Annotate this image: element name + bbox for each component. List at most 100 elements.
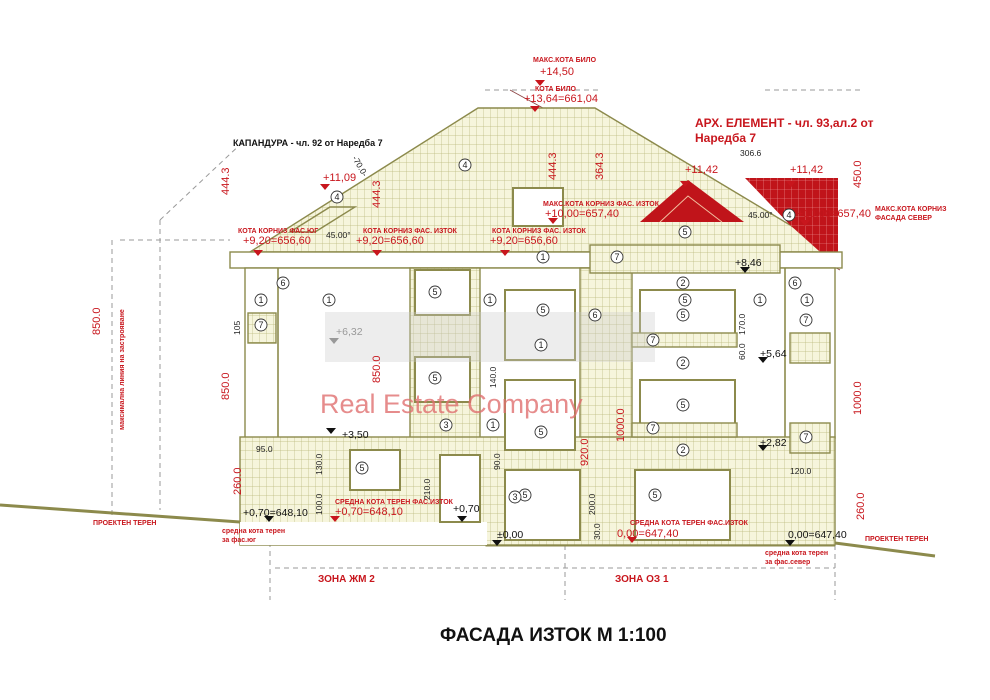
material-tag: 6 [588, 308, 602, 322]
label: 5 [680, 310, 685, 320]
label: 6 [592, 310, 597, 320]
material-tag: 4 [782, 208, 796, 222]
terrain-north-note: средна кота терен [765, 550, 828, 557]
dimension-label: 130.0 [314, 453, 324, 475]
cornice-east-label: КОТА КОРНИЗ ФАС. ИЗТОК [492, 228, 587, 235]
label: 5 [359, 463, 364, 473]
dormer-top-level: +11,09 [323, 172, 356, 184]
label: 5 [652, 490, 657, 500]
annotations: МАКС.КОТА БИЛО +14,50 КОТА БИЛО +13,64=6… [93, 57, 947, 585]
material-tag: 1 [322, 293, 336, 307]
material-tag: 2 [676, 276, 690, 290]
terrain-east-label: СРЕДНА КОТА ТЕРЕН ФАС.ИЗТОК [335, 499, 454, 506]
label: 4 [786, 210, 791, 220]
label: 1 [490, 420, 495, 430]
watermark: Real Estate Company [320, 312, 655, 419]
material-tag: 5 [534, 425, 548, 439]
level-label: +8,46 [735, 257, 762, 269]
label: 5 [538, 427, 543, 437]
red-roof-element [640, 178, 838, 268]
cornice-east-value: +9,20=656,60 [356, 235, 424, 247]
dimension-label: 920.0 [579, 438, 591, 466]
label: 1 [326, 295, 331, 305]
label: 7 [650, 335, 655, 345]
dimension-label: 90.0 [492, 453, 502, 470]
dimension-label: 260.0 [232, 467, 244, 495]
terrain-south-note-2: за фас.юг [222, 537, 256, 544]
label: 1 [487, 295, 492, 305]
label: 2 [680, 278, 685, 288]
cornice-south-value: +9,20=656,60 [243, 235, 311, 247]
label: 5 [682, 227, 687, 237]
cornice-south-label: КОТА КОРНИЗ ФАС.ЮГ [238, 228, 318, 235]
design-terrain-label: ПРОЕКТЕН ТЕРЕН [93, 520, 156, 527]
terrain-south-note: средна кота терен [222, 528, 285, 535]
cornice-east-value: +9,20=656,60 [490, 235, 558, 247]
watermark-text: Real Estate Company [320, 389, 583, 419]
max-cornice-east-label: МАКС.КОТА КОРНИЗ ФАС. ИЗТОК [543, 201, 660, 208]
material-tag: 5 [648, 488, 662, 502]
label: 5 [540, 305, 545, 315]
terrain-east-label: СРЕДНА КОТА ТЕРЕН ФАС.ИЗТОК [630, 520, 749, 527]
level-label: +6,32 [336, 326, 363, 338]
levels: +6,32 +3,50 +8,46 +5,64 +2,82 +0,70=648,… [243, 257, 847, 541]
material-tag: 1 [753, 293, 767, 307]
dimension-label: 850.0 [371, 355, 383, 383]
label: 6 [280, 278, 285, 288]
max-ridge-value: +14,50 [540, 66, 574, 78]
label: 7 [258, 320, 263, 330]
cornice-east-label: КОТА КОРНИЗ ФАС. ИЗТОК [363, 228, 458, 235]
gable-top-level: +11,42 [685, 164, 718, 176]
label: 1 [258, 295, 263, 305]
material-tag: 3 [439, 418, 453, 432]
dimension-label: 100.0 [314, 493, 324, 515]
material-tag: 3 [508, 490, 522, 504]
dimension-label: 170.0 [737, 313, 747, 335]
label: 2 [680, 358, 685, 368]
dimension-label: 444.3 [220, 167, 232, 195]
dimension-label: 200.0 [587, 493, 597, 515]
dimension-label: 444.3 [547, 152, 559, 180]
material-tag: 5 [355, 461, 369, 475]
dimension-label: 45.00° [326, 230, 351, 240]
dimensions: 444.3 444.3 444.3 364.3 450.0 850.0 850.… [91, 148, 867, 540]
max-cornice-north-label: МАКС.КОТА КОРНИЗ [875, 206, 947, 213]
material-tag: 5 [678, 225, 692, 239]
material-tag: 7 [610, 250, 624, 264]
dimension-label: 120.0 [790, 466, 812, 476]
max-cornice-north-value: +10,00=657,40 [797, 208, 871, 220]
dimension-label: 306.6 [740, 148, 762, 158]
material-tag: 7 [646, 333, 660, 347]
max-ridge-label: МАКС.КОТА БИЛО [533, 57, 597, 64]
label: 6 [792, 278, 797, 288]
material-tag: 5 [428, 371, 442, 385]
ridge-value: +13,64=661,04 [524, 93, 598, 105]
gable-top-level: +11,42 [790, 164, 823, 176]
label: 1 [757, 295, 762, 305]
material-tag: 6 [788, 276, 802, 290]
material-tag: 7 [646, 421, 660, 435]
dimension-label: 260.0 [855, 492, 867, 520]
material-tag: 5 [676, 398, 690, 412]
label: 4 [334, 192, 339, 202]
dimension-label: 60.0 [737, 343, 747, 360]
material-tag: 1 [800, 293, 814, 307]
label: 5 [522, 490, 527, 500]
dimension-label: 850.0 [220, 372, 232, 400]
material-tag: 2 [676, 443, 690, 457]
label: 7 [803, 315, 808, 325]
label: 1 [540, 252, 545, 262]
material-tag: 4 [458, 158, 472, 172]
zone-left: ЗОНА ЖМ 2 [318, 574, 375, 585]
label: 7 [803, 432, 808, 442]
dimension-label: 140.0 [488, 366, 498, 388]
material-tag: 7 [799, 430, 813, 444]
label: 2 [680, 445, 685, 455]
windows [349, 269, 736, 541]
terrain-east-value: +0,70=648,10 [335, 506, 403, 518]
material-tag: 1 [536, 250, 550, 264]
material-tag: 1 [483, 293, 497, 307]
level-label: +2,82 [760, 437, 787, 449]
